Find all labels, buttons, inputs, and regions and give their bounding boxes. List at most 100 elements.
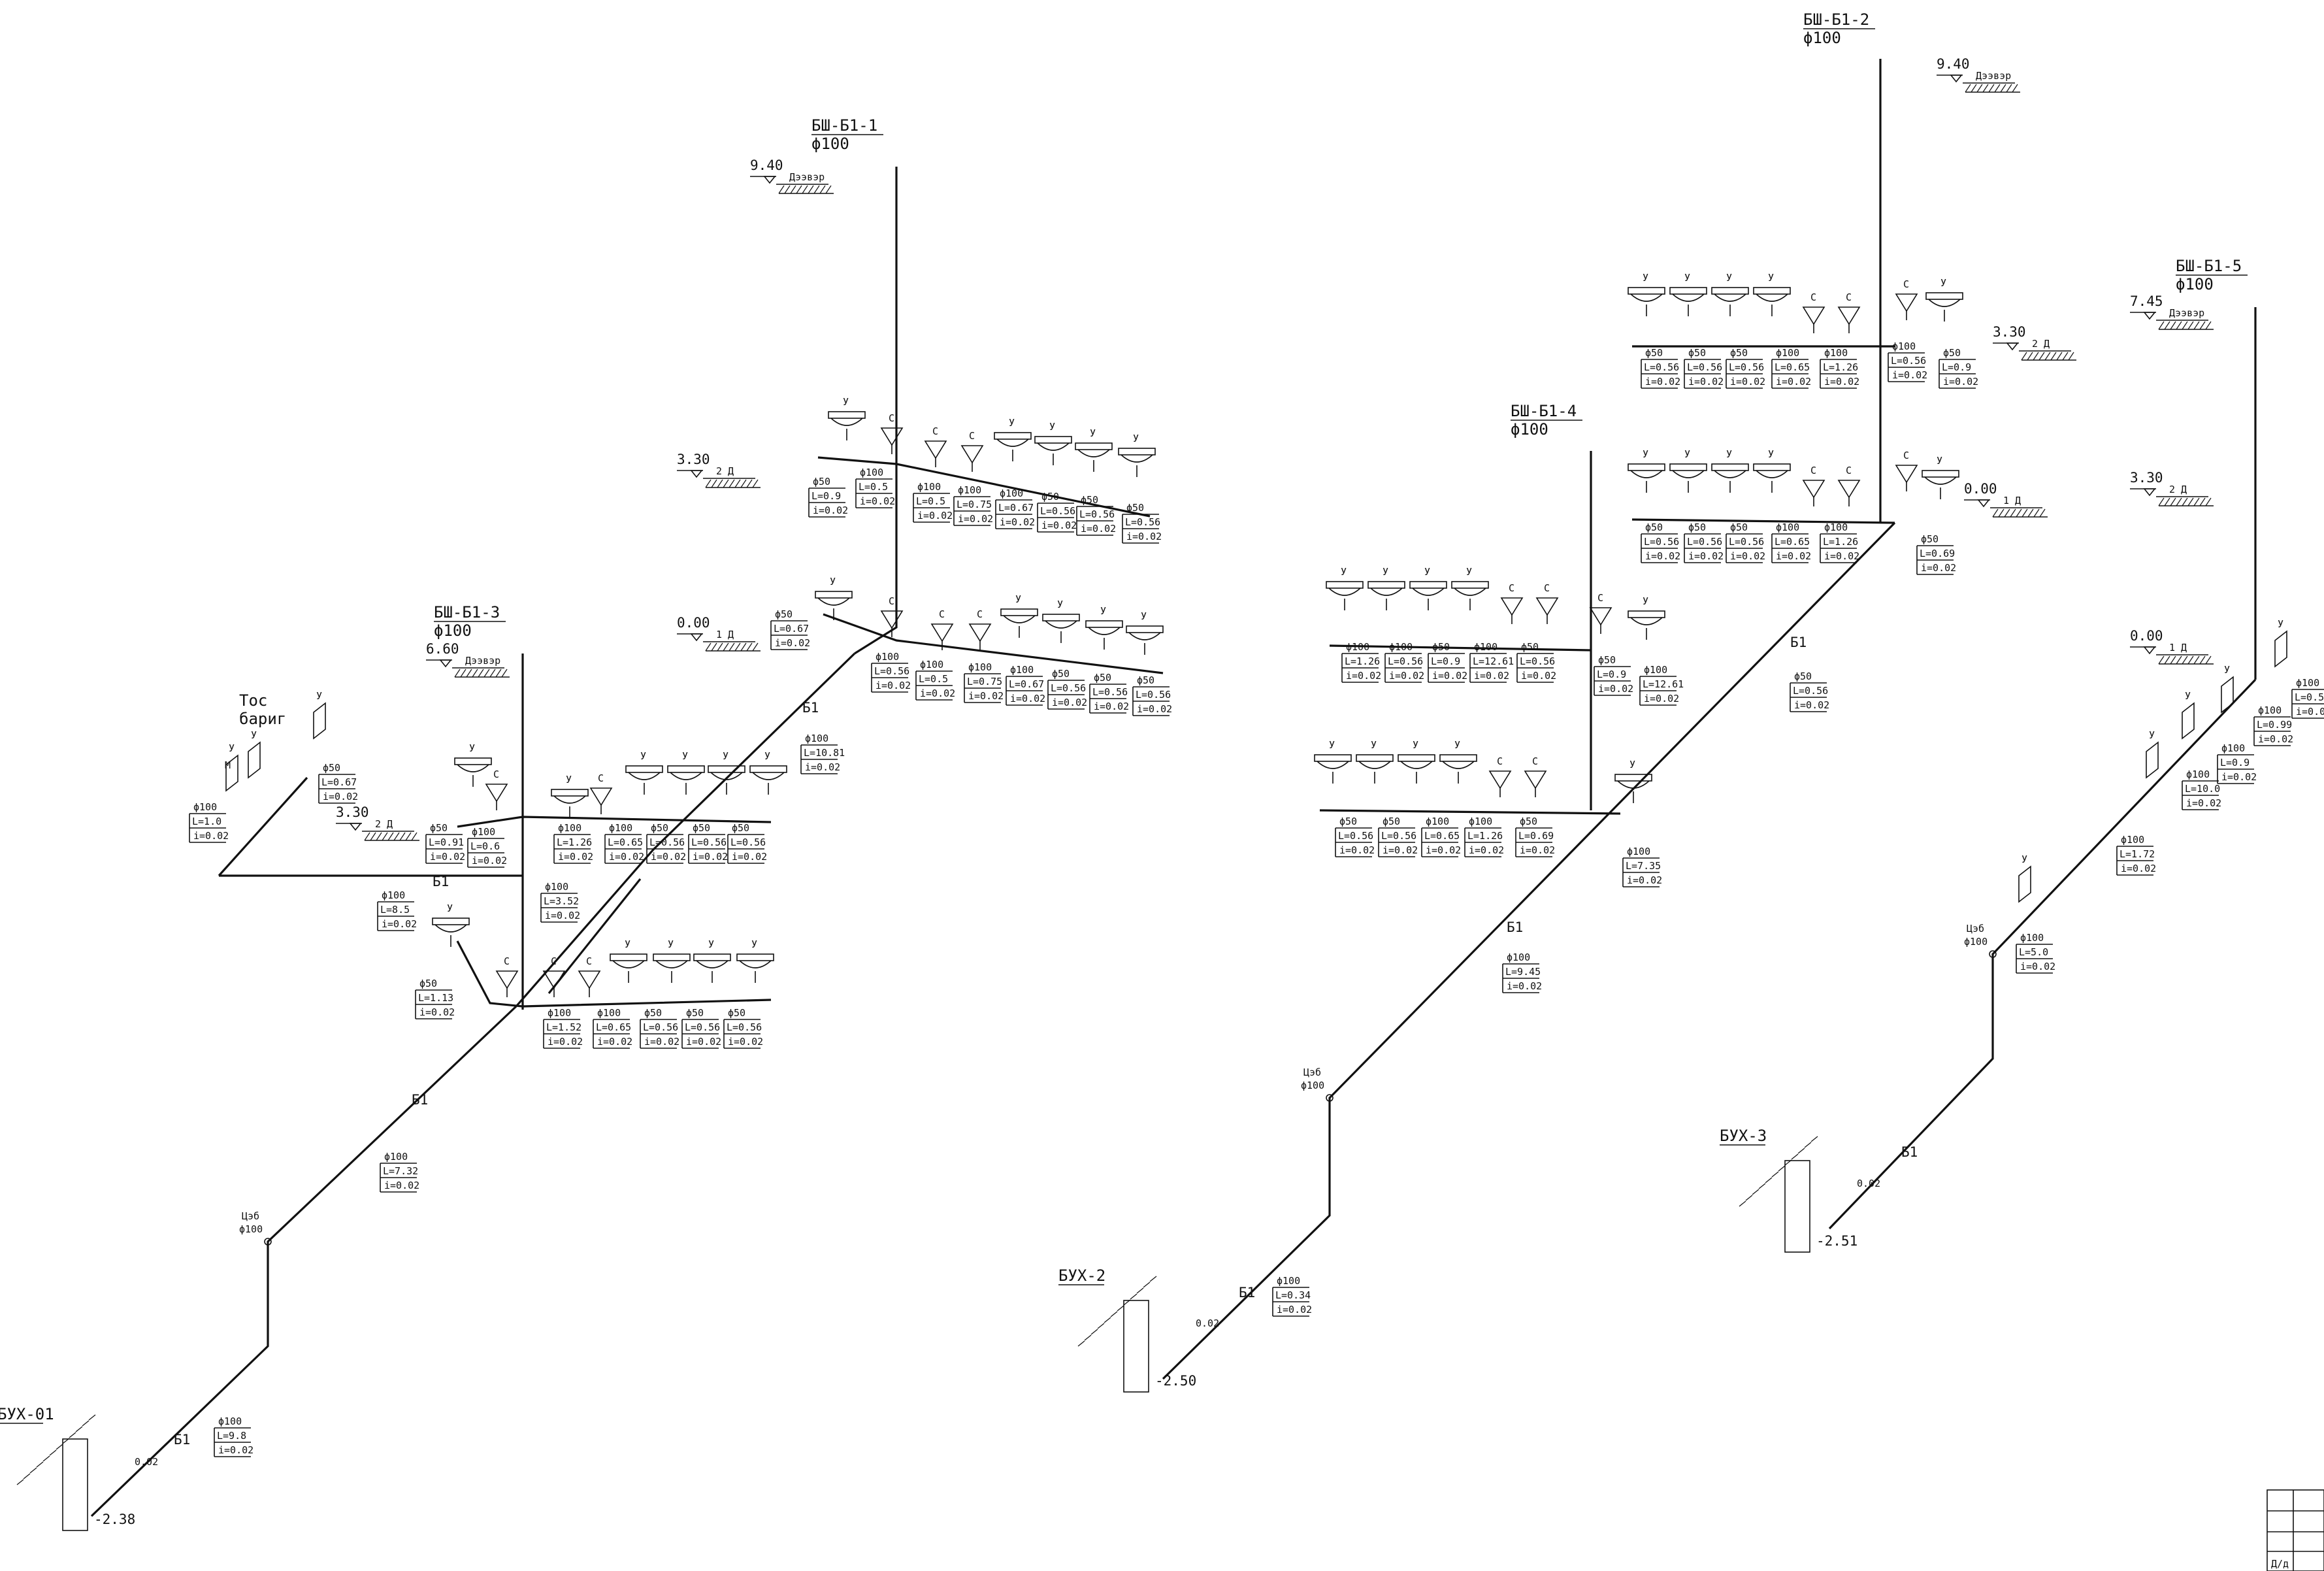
hatch xyxy=(2199,497,2206,506)
pipe-slope: i=0.02 xyxy=(1688,550,1724,562)
fixture-letter: У xyxy=(1643,272,1648,284)
fixture-letter: С xyxy=(1544,582,1550,594)
pipe-diameter: ϕ50 xyxy=(1730,521,1748,533)
pipe-length: L=1.13 xyxy=(418,992,453,1004)
hatch xyxy=(56,1444,63,1450)
hatch xyxy=(1994,84,2001,93)
pipe-slope: i=0.02 xyxy=(813,504,848,516)
pipe-length: L=7.35 xyxy=(1626,860,1661,872)
hatch xyxy=(2182,497,2188,506)
pipe-slope: i=0.02 xyxy=(1645,550,1680,562)
urinal-icon: У xyxy=(2221,664,2234,714)
pipe-slope: i=0.02 xyxy=(917,510,953,521)
hatch xyxy=(69,1432,76,1438)
hatch xyxy=(728,479,735,488)
washbasin-icon: У xyxy=(625,750,663,795)
pipe-length: L=0.56 xyxy=(1338,830,1373,842)
pipe-slope: i=0.02 xyxy=(218,1444,254,1456)
hatch xyxy=(740,642,747,652)
pipe-length: L=0.65 xyxy=(608,836,643,848)
pipe xyxy=(1162,521,1896,1380)
pipe-length: L=0.9 xyxy=(811,490,841,502)
pipe-slope: i=0.02 xyxy=(1824,550,1859,562)
urinal-icon: У xyxy=(225,742,238,792)
fixture-letter: У xyxy=(1684,272,1690,284)
hatch xyxy=(2038,352,2045,361)
pipe xyxy=(1329,644,1592,652)
washbasin-icon: У xyxy=(1367,566,1405,610)
hatch xyxy=(82,1420,90,1427)
hatch xyxy=(478,669,484,678)
pipe xyxy=(90,1005,517,1517)
pipe xyxy=(1631,518,1895,524)
pipe-slope: i=0.02 xyxy=(1507,980,1542,992)
pipe-slope: i=0.02 xyxy=(2221,771,2257,783)
hatch xyxy=(808,185,814,194)
hatch xyxy=(501,669,508,678)
hatch xyxy=(2193,321,2200,330)
pipe-length: L=0.67 xyxy=(774,623,809,635)
fixture-letter: С xyxy=(969,430,975,442)
hatch xyxy=(825,185,832,194)
hatch xyxy=(62,1438,70,1444)
pipe-label: Б1 xyxy=(1790,635,1807,650)
pipe-length: L=0.9 xyxy=(1431,655,1460,667)
pipe-slope: i=0.02 xyxy=(1426,844,1461,856)
outlet-name: БУХ-01 xyxy=(0,1405,54,1423)
pipe-diameter: ϕ50 xyxy=(813,476,830,488)
pipe-slope: i=0.02 xyxy=(1432,670,1467,682)
fixture-letter: С xyxy=(932,425,938,437)
pipe-diameter: ϕ100 xyxy=(1776,347,1799,359)
fixture-letter: У xyxy=(1726,272,1732,284)
hatch xyxy=(2164,321,2170,330)
pipe-diameter: ϕ100 xyxy=(609,822,632,834)
pipe-length: L=0.51 xyxy=(2295,691,2324,703)
pipe-slope: i=0.02 xyxy=(728,1036,763,1048)
pipe-diameter: ϕ50 xyxy=(430,822,448,834)
riser-diameter: ϕ100 xyxy=(2176,275,2214,293)
pipe-diameter: ϕ100 xyxy=(1776,521,1799,533)
level-value: 3.30 xyxy=(677,452,710,467)
fixture-letter: У xyxy=(2224,664,2230,676)
pipe-slope: i=0.02 xyxy=(732,851,767,863)
fixture-letter: У xyxy=(682,750,688,762)
hatch xyxy=(728,642,735,652)
riser-diameter: ϕ100 xyxy=(434,621,472,640)
washbasin-icon: У xyxy=(1628,595,1665,640)
pipe-slope: i=0.02 xyxy=(2296,706,2324,718)
toilet-icon: С xyxy=(1802,291,1825,333)
pipe-length: L=9.8 xyxy=(217,1430,246,1442)
hatch xyxy=(2016,508,2022,518)
washbasin-icon: У xyxy=(610,938,647,983)
hatch xyxy=(1077,1340,1085,1347)
pipe-slope: i=0.02 xyxy=(2121,863,2156,874)
pipe-length: L=12.61 xyxy=(1643,678,1684,690)
fixture-letter: У xyxy=(229,742,235,754)
fixture-letter: У xyxy=(1009,417,1015,429)
cleanout-diameter: ϕ100 xyxy=(1964,936,1988,948)
washbasin-icon: У xyxy=(749,750,787,795)
pipe-length: L=0.75 xyxy=(957,499,992,510)
pipe-length: L=8.5 xyxy=(380,904,410,916)
level-value: 9.40 xyxy=(1937,56,1970,72)
cleanout-label: Цэб xyxy=(1303,1067,1321,1078)
